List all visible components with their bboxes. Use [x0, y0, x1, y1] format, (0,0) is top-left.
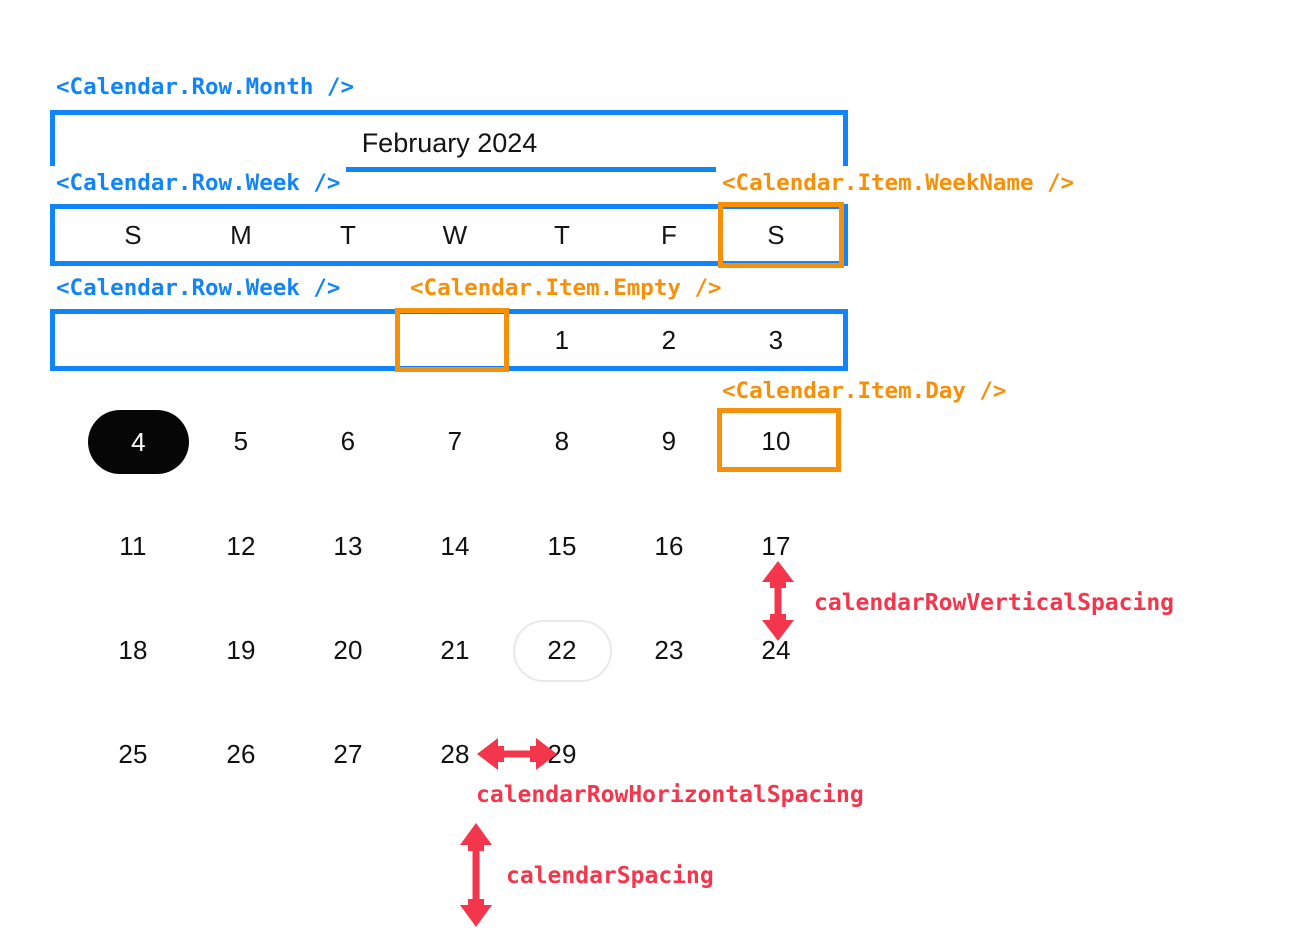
weekday-name-tue: T — [339, 219, 357, 250]
day-cell-20[interactable]: 20 — [333, 634, 363, 665]
highlight-box-row-week-names — [50, 204, 848, 266]
day-cell-27[interactable]: 27 — [333, 738, 363, 769]
day-cell-5[interactable]: 5 — [233, 425, 249, 456]
annotation-label-item-day: <Calendar.Item.Day /> — [716, 374, 1013, 408]
weekday-name-wed: W — [442, 219, 468, 250]
arrow-calendar-spacing — [453, 820, 499, 930]
day-cell-28[interactable]: 28 — [440, 738, 470, 769]
annotation-label-row-week-1: <Calendar.Row.Week /> — [50, 166, 347, 200]
day-cell-10[interactable]: 10 — [761, 425, 791, 456]
day-cell-empty-2[interactable] — [291, 309, 405, 371]
day-cell-4-label: 4 — [88, 410, 189, 474]
day-cell-9[interactable]: 9 — [661, 425, 677, 456]
day-cell-19[interactable]: 19 — [226, 634, 256, 665]
weekday-name-sat: S — [767, 219, 785, 250]
day-cell-2[interactable]: 2 — [661, 324, 677, 355]
day-cell-24[interactable]: 24 — [761, 634, 791, 665]
day-cell-22[interactable]: 22 — [547, 634, 577, 665]
day-cell-26[interactable]: 26 — [226, 738, 256, 769]
weekday-name-fri: F — [660, 219, 678, 250]
annotation-label-row-month: <Calendar.Row.Month /> — [50, 70, 361, 104]
annotation-label-row-vertical-spacing: calendarRowVerticalSpacing — [808, 586, 1181, 620]
annotation-label-item-weekname: <Calendar.Item.WeekName /> — [716, 166, 1081, 200]
day-cell-22-today-ring — [513, 620, 612, 682]
weekday-name-mon: M — [230, 219, 252, 250]
day-cell-11[interactable]: 11 — [119, 530, 147, 561]
day-cell-16[interactable]: 16 — [654, 530, 684, 561]
month-title: February 2024 — [361, 127, 538, 158]
day-cell-7[interactable]: 7 — [447, 425, 463, 456]
arrow-row-vertical-spacing — [756, 558, 800, 644]
day-cell-8[interactable]: 8 — [554, 425, 570, 456]
highlight-box-item-weekname — [718, 202, 844, 268]
day-cell-21[interactable]: 21 — [440, 634, 470, 665]
day-cell-25[interactable]: 25 — [118, 738, 148, 769]
day-cell-13[interactable]: 13 — [333, 530, 363, 561]
day-cell-12[interactable]: 12 — [226, 530, 256, 561]
highlight-box-item-empty — [395, 308, 509, 372]
day-cell-empty-1[interactable] — [184, 309, 298, 371]
day-cell-empty-0[interactable] — [76, 309, 190, 371]
day-cell-1[interactable]: 1 — [554, 324, 570, 355]
day-cell-4-selected[interactable]: 4 — [88, 410, 189, 474]
day-cell-14[interactable]: 14 — [440, 530, 470, 561]
weekday-name-thu: T — [553, 219, 571, 250]
annotation-label-row-horizontal-spacing: calendarRowHorizontalSpacing — [470, 778, 870, 812]
highlight-box-item-day — [717, 408, 841, 472]
day-cell-23[interactable]: 23 — [654, 634, 684, 665]
arrow-row-horizontal-spacing — [475, 733, 559, 775]
annotation-label-row-week-2: <Calendar.Row.Week /> — [50, 271, 347, 305]
annotation-label-calendar-spacing: calendarSpacing — [500, 859, 720, 893]
day-cell-3[interactable]: 3 — [768, 324, 784, 355]
day-cell-6[interactable]: 6 — [340, 425, 356, 456]
day-cell-15[interactable]: 15 — [547, 530, 577, 561]
highlight-box-row-month — [50, 110, 848, 172]
day-cell-18[interactable]: 18 — [118, 634, 148, 665]
annotation-label-item-empty: <Calendar.Item.Empty /> — [404, 271, 728, 305]
weekday-name-sun: S — [124, 219, 142, 250]
day-cell-4-text: 4 — [131, 426, 146, 457]
day-cell-17[interactable]: 17 — [761, 530, 791, 561]
